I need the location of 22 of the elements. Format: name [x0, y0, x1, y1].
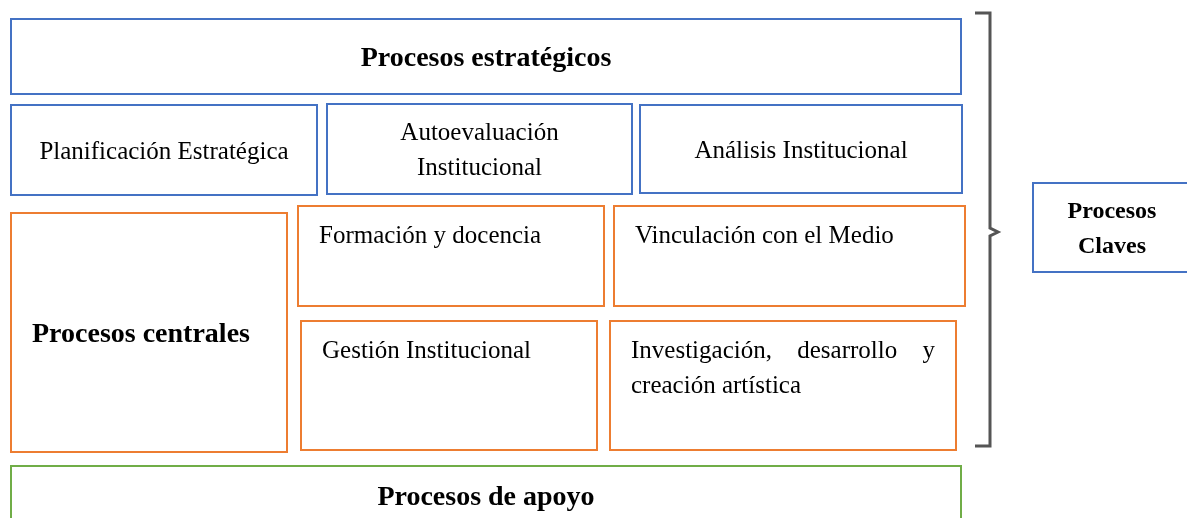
box-label: Vinculación con el Medio — [635, 220, 895, 250]
process-box — [609, 320, 957, 451]
process-box — [10, 104, 318, 196]
box-label: Autoevaluación Institucional — [399, 117, 560, 182]
box-label: Formación y docencia — [319, 220, 543, 250]
process-box — [1032, 182, 1187, 273]
process-box — [639, 104, 963, 194]
box-label: Planificación Estratégica — [39, 135, 289, 166]
process-box — [300, 320, 598, 451]
process-box — [10, 18, 962, 95]
process-box — [10, 212, 288, 453]
process-box — [613, 205, 966, 307]
box-label: Análisis Institucional — [694, 134, 908, 165]
box-label: Investigación, desarrollo y creación artística — [631, 335, 935, 400]
process-box — [326, 103, 633, 195]
box-label: Procesos estratégicos — [360, 40, 612, 74]
box-label: Procesos de apoyo — [377, 478, 595, 513]
process-box — [10, 465, 962, 518]
process-box — [297, 205, 605, 307]
box-label: Procesos centrales — [32, 316, 250, 350]
box-label: Gestión Institucional — [322, 335, 532, 365]
box-label: Procesos Claves — [1066, 195, 1158, 260]
